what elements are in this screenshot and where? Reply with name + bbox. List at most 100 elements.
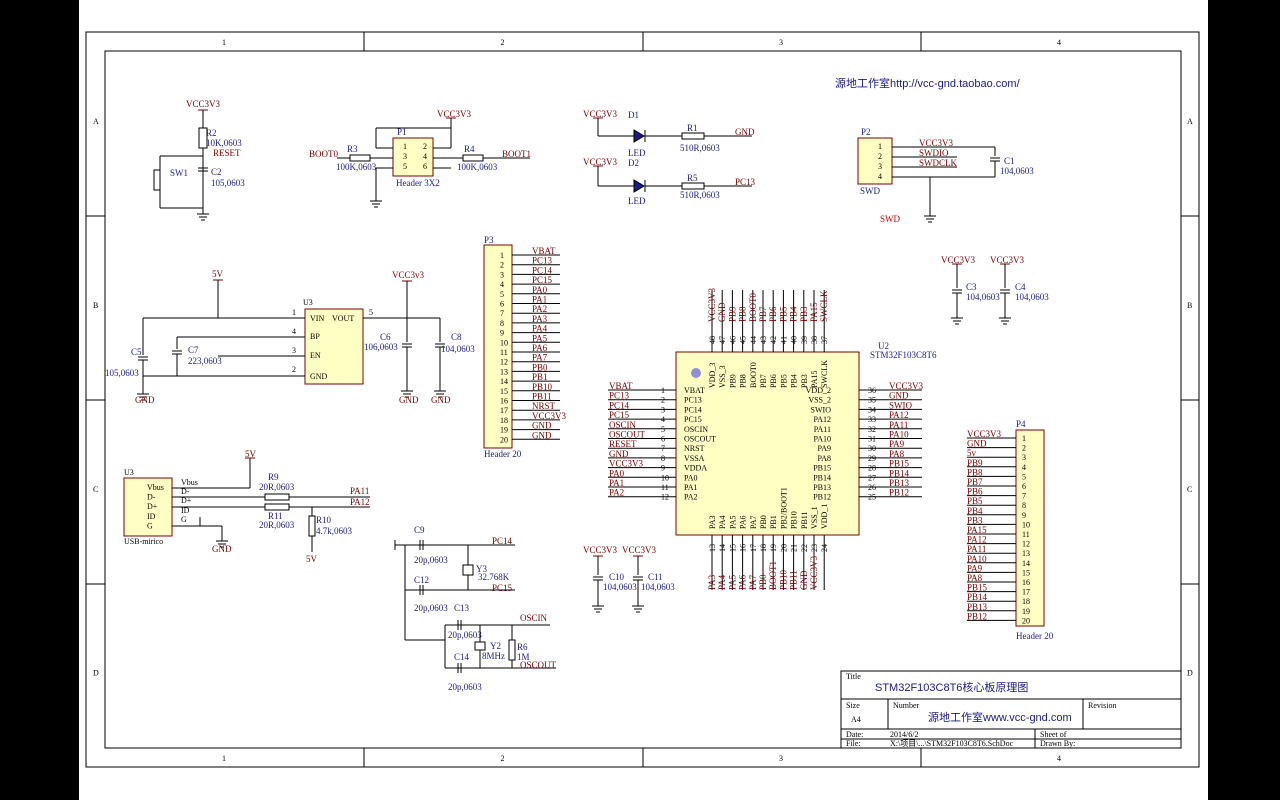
mcu-top-net: PB5 <box>778 306 788 322</box>
reset-net: RESET <box>213 148 241 158</box>
usb-vbus-net: Vbus <box>181 478 198 487</box>
p4-net: PA8 <box>967 573 983 583</box>
mcu-bot-name: PB11 <box>800 512 809 530</box>
mcu-top-name: VDD_3 <box>708 363 717 388</box>
mcu-bot-pin: 24 <box>820 544 829 552</box>
mcu-bot-net: PB0 <box>758 574 768 590</box>
mcu-top-name: PB9 <box>728 374 737 388</box>
file-value: X:\项目\...\STM32F103C8T6.SchDoc <box>890 739 1014 748</box>
mcu-right-name: PB12 <box>813 493 831 502</box>
p3-net: PA2 <box>532 304 547 314</box>
mcu-right-name: PA11 <box>814 425 831 434</box>
mcu-right-net: VCC3V3 <box>889 381 924 391</box>
p3-pin: 9 <box>500 329 504 338</box>
mcu-right-pin: 32 <box>868 425 876 434</box>
swd-hdr: SWD <box>860 186 881 196</box>
mcu-bot-pin: 13 <box>708 544 717 552</box>
mcu-bot-name: PB2/BOOT1 <box>779 487 788 529</box>
p4-net: PB4 <box>967 506 983 516</box>
date-value: 2014/6/2 <box>890 730 918 739</box>
p3-pin: 2 <box>500 261 504 270</box>
p3-pin: 4 <box>500 280 504 289</box>
mcu-top-pin: 48 <box>708 336 717 344</box>
mcu-bot-net: PA3 <box>707 574 717 590</box>
p1-pin: 6 <box>423 162 427 171</box>
p3-net: PB0 <box>532 362 548 372</box>
p2-ref: P2 <box>861 127 871 137</box>
mcu-right-name: VDD_2 <box>806 386 831 395</box>
mcu-top-name: VSS_3 <box>718 365 727 388</box>
p4-pin: 6 <box>1022 482 1026 491</box>
mcu-bot-name: VDD_1 <box>820 504 829 529</box>
p3-net: PB1 <box>532 372 548 382</box>
usb-id-net: ID <box>181 506 190 515</box>
mcu-right-pin: 28 <box>868 464 876 473</box>
mcu-left-net: PA2 <box>609 488 624 498</box>
p4-pin: 2 <box>1022 444 1026 453</box>
p3-ref: P3 <box>484 235 494 245</box>
c1-value: 104,0603 <box>1000 166 1034 176</box>
c13-value: 20p,0603 <box>448 630 482 640</box>
mcu-bot-name: VSS_1 <box>810 506 819 529</box>
r2-ref: R2 <box>206 128 217 138</box>
usb-5v-b: 5V <box>306 554 318 564</box>
column-label: 2 <box>501 754 505 763</box>
mcu-top-net: SWCLK <box>819 290 829 322</box>
c2-value: 105,0603 <box>211 178 245 188</box>
usb-gnd: GND <box>212 544 232 554</box>
p4-net: PA15 <box>967 525 987 535</box>
c4-ref: C4 <box>1015 282 1026 292</box>
swd-title: SWD <box>880 214 901 224</box>
mcu-top-name: SWCLK <box>820 360 829 388</box>
mcu-right-name: PA8 <box>818 454 832 463</box>
row-label: A <box>1187 117 1193 126</box>
p4-net: GND <box>967 439 987 449</box>
p4-net: PB5 <box>967 496 983 506</box>
mcu-left-pin: 1 <box>661 386 665 395</box>
swd-io: SWDIO <box>919 148 949 158</box>
usb-pin: D+ <box>147 502 158 511</box>
p2-pin: 2 <box>878 152 882 161</box>
p3-pin: 12 <box>500 358 508 367</box>
mcu-right-net: PA12 <box>889 410 909 420</box>
mcu-left-name: PC13 <box>684 396 702 405</box>
mcu-right-pin: 34 <box>868 405 876 414</box>
usb-dm-net: D- <box>181 487 190 496</box>
c10-ref: C10 <box>609 572 625 582</box>
ldo-vout: VOUT <box>332 314 354 323</box>
mcu-right-name: PA9 <box>818 444 832 453</box>
row-label: C <box>1187 485 1192 494</box>
mcu-left-pin: 7 <box>661 444 665 453</box>
mcu-left-name: PA2 <box>684 493 698 502</box>
mcu-right-pin: 27 <box>868 473 876 482</box>
usb-5v: 5V <box>245 449 257 459</box>
mcu-bot-pin: 18 <box>759 544 768 552</box>
mcu-right-net: PA9 <box>889 439 905 449</box>
p4-pin: 13 <box>1022 549 1030 558</box>
site-note: 源地工作室http://vcc-gnd.taobao.com/ <box>835 76 1021 90</box>
resistor <box>508 639 516 661</box>
row-label: B <box>1187 301 1192 310</box>
c8-ref: C8 <box>451 332 462 342</box>
mcu-part: STM32F103C8T6 <box>870 350 937 360</box>
mcu-bot-pin: 17 <box>749 544 758 552</box>
mcu-top-net: GND <box>717 302 727 322</box>
resistor <box>264 493 290 501</box>
revision-label: Revision <box>1088 701 1116 710</box>
c12-value: 20p,0603 <box>414 603 448 613</box>
p3-pin: 15 <box>500 387 508 396</box>
mcu-left-net: PA1 <box>609 478 624 488</box>
r6-value: 1M <box>517 652 530 662</box>
r11-ref: R11 <box>268 511 283 521</box>
p4-pin: 5 <box>1022 472 1026 481</box>
p1-pin: 1 <box>403 142 407 151</box>
mcu-right-net: PB15 <box>889 459 910 469</box>
mcu-right-pin: 33 <box>868 415 876 424</box>
p4-pin: 8 <box>1022 501 1026 510</box>
sw1-ref: SW1 <box>170 168 188 178</box>
file-label: File: <box>846 739 861 748</box>
number-label: Number <box>893 701 920 710</box>
c13-ref: C13 <box>454 603 470 613</box>
p2-pin: 1 <box>878 142 882 151</box>
